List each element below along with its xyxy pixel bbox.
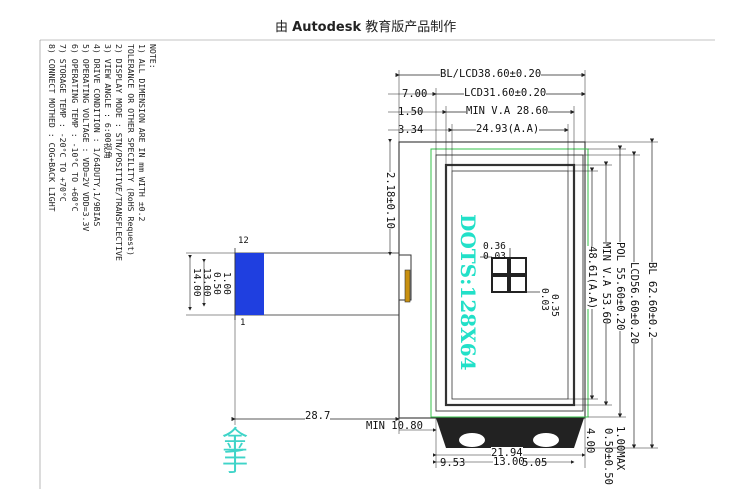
label-min-va: MIN V.A 28.60 — [466, 105, 549, 117]
viewing-area — [444, 163, 576, 407]
cog-region — [436, 418, 584, 448]
watermark-header: 由 Autodesk 教育版产品制作 — [275, 20, 457, 35]
dots-label: DOTS:128X64 — [456, 214, 480, 371]
handwriting-mark: 金手 — [222, 426, 249, 478]
label-aa-width: 24.93(A.A) — [476, 123, 540, 135]
label-right-050: 0.50±0.50 — [602, 428, 614, 485]
label-fpc-1300: 13.00 — [201, 268, 212, 297]
contact-pads — [404, 269, 411, 303]
label-pin-12: 12 — [238, 236, 249, 246]
label-pixel-003: 0.03 — [483, 251, 506, 262]
label-top-offset: 2.18±0.10 — [384, 172, 396, 229]
label-left-7: 7.00 — [402, 88, 428, 100]
label-right-100max: 1.00MAX — [614, 426, 626, 471]
label-min-va-length: MIN V.A 53.60 — [600, 242, 612, 325]
label-pol-length: POL 55.60±0.20 — [614, 242, 626, 331]
label-fpc-100: 1.00 — [221, 272, 232, 295]
label-bl-lcd-width: BL/LCD38.60±0.20 — [440, 68, 542, 80]
label-right-400: 4.00 — [584, 428, 596, 454]
fpc-stiffener — [235, 253, 264, 315]
label-fpc-1400: 14.00 — [191, 268, 202, 297]
label-pixel-003b: 0.03 — [539, 288, 550, 311]
label-pixel-035: 0.35 — [549, 294, 560, 317]
label-pin-1: 1 — [240, 318, 246, 328]
pixel-detail — [480, 248, 540, 293]
label-bottom-953: 9.53 — [440, 457, 466, 469]
label-bottom-1300: 13.00 — [493, 456, 525, 468]
label-aa-length: 48.61(A.A) — [586, 246, 598, 310]
label-bl-length: BL 62.60±0.2 — [646, 262, 658, 338]
active-area — [451, 170, 569, 400]
label-bottom-505: 5.05 — [522, 457, 548, 469]
label-fpc-050: 0.50 — [211, 272, 222, 295]
label-left-150: 1.50 — [398, 106, 424, 118]
label-left-334: 3.34 — [398, 124, 424, 136]
label-min-1080: MIN 10.80 — [366, 420, 423, 432]
label-lcd-length: LCD56.60±0.20 — [628, 262, 640, 345]
brand-name: Autodesk — [292, 20, 362, 35]
lcd-outline — [435, 154, 584, 412]
label-lcd-width: LCD31.60±0.20 — [464, 87, 547, 99]
label-pixel-036: 0.36 — [483, 241, 506, 252]
label-fpc-length: 28.7 — [305, 410, 331, 422]
